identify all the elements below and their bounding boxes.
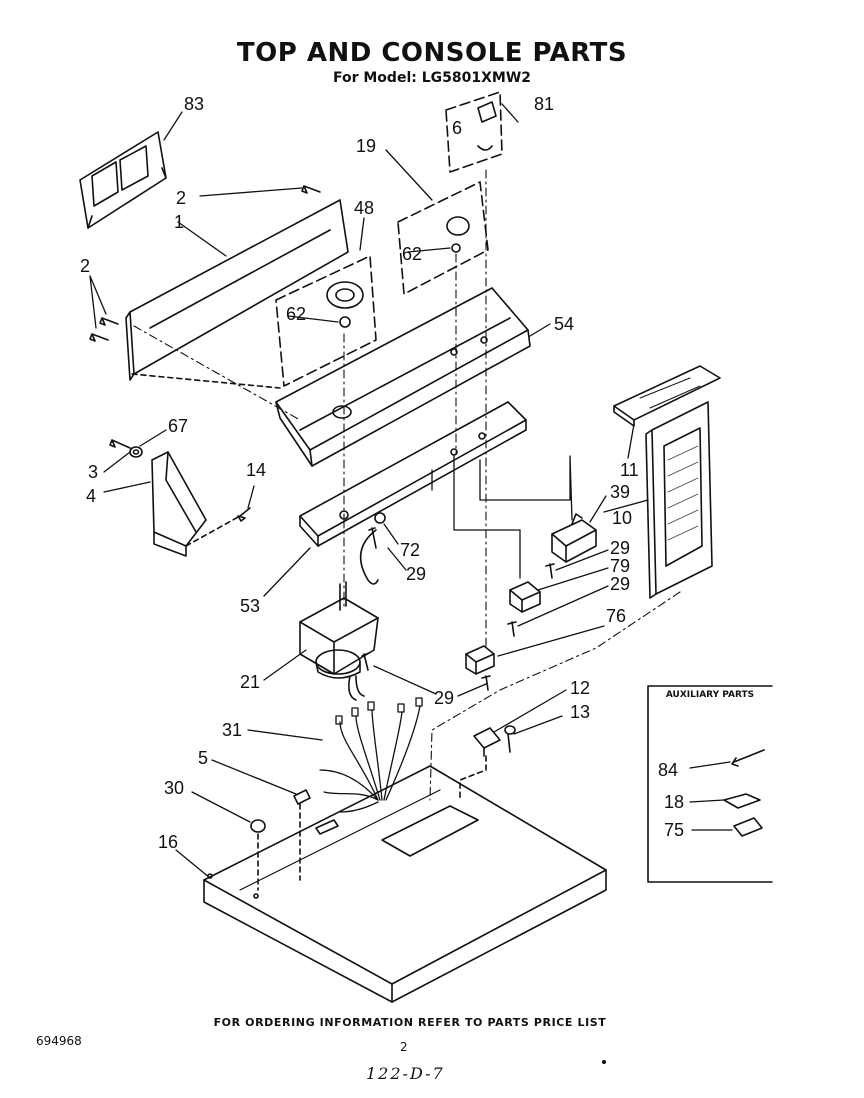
callout-1: 1 [174,212,184,232]
callout-54: 54 [554,314,574,334]
callout-62: 62 [286,304,306,324]
part-79-switch [507,581,541,637]
callout-12: 12 [570,678,590,698]
callout-3: 3 [88,462,98,482]
part-83-bracket [79,131,167,229]
part-13-screw [504,725,516,753]
callout-75: 75 [664,820,684,840]
screw-icon [185,507,251,547]
part-48-knob-group [275,255,377,387]
callout-19: 19 [356,136,376,156]
part-21-timer [299,581,379,701]
callout-62: 62 [402,244,422,264]
alignment-lines [133,169,487,651]
auxiliary-parts-box [647,685,773,883]
part-54-console [275,287,531,467]
callout-67: 67 [168,416,188,436]
handwritten-code: 122-D-7 [366,1064,445,1083]
callout-29: 29 [406,564,426,584]
callout-13: 13 [570,702,590,722]
part-53-console-base [299,401,527,547]
callout-30: 30 [164,778,184,798]
callout-18: 18 [664,792,684,812]
callout-4: 4 [86,486,96,506]
ordering-note: FOR ORDERING INFORMATION REFER TO PARTS … [213,1016,607,1029]
part-16-top-panel [203,765,607,1003]
part-72-clip [359,512,386,585]
part-1-panel [125,199,349,389]
callout-72: 72 [400,540,420,560]
callout-labels: 83 81 6 19 2 1 48 2 62 62 54 67 3 14 11 … [80,94,684,852]
part-5-clip [293,789,311,881]
callout-31: 31 [222,720,242,740]
callout-29: 29 [610,538,630,558]
callout-11: 11 [620,460,639,480]
callout-5: 5 [198,748,208,768]
part-4-endcap [151,451,207,557]
part-31-harness [319,697,423,813]
callout-14: 14 [246,460,266,480]
part-76-relay [465,645,495,691]
page-title: TOP AND CONSOLE PARTS [236,38,628,68]
callout-83: 83 [184,94,204,114]
callout-2: 2 [176,188,186,208]
callout-29: 29 [434,688,454,708]
callout-6: 6 [452,118,462,138]
callout-84: 84 [658,760,678,780]
callout-76: 76 [606,606,626,626]
part-12-clip [459,727,501,801]
callout-29: 29 [610,574,630,594]
part-11-cover [613,365,721,427]
page-dot [602,1060,606,1064]
part-10-lint-screen [429,401,713,801]
callout-48: 48 [354,198,374,218]
callout-53: 53 [240,596,260,616]
screw-icon [89,185,321,342]
page-number: 2 [400,1040,408,1054]
leader-lines [89,103,733,879]
model-subtitle: For Model: LG5801XMW2 [332,70,532,86]
part-39-switch [545,513,597,579]
part-19-knob-group [397,181,489,295]
callout-10: 10 [612,508,632,528]
callout-2: 2 [80,256,90,276]
callout-81: 81 [534,94,554,114]
part-30-plug [250,819,266,891]
callout-21: 21 [240,672,260,692]
callout-79: 79 [610,556,630,576]
connector-lines [431,455,573,579]
part-81-switch-group [445,91,503,173]
document-number: 694968 [36,1034,82,1048]
auxiliary-parts-title: AUXILIARY PARTS [665,690,755,700]
callout-16: 16 [158,832,178,852]
callout-39: 39 [610,482,630,502]
